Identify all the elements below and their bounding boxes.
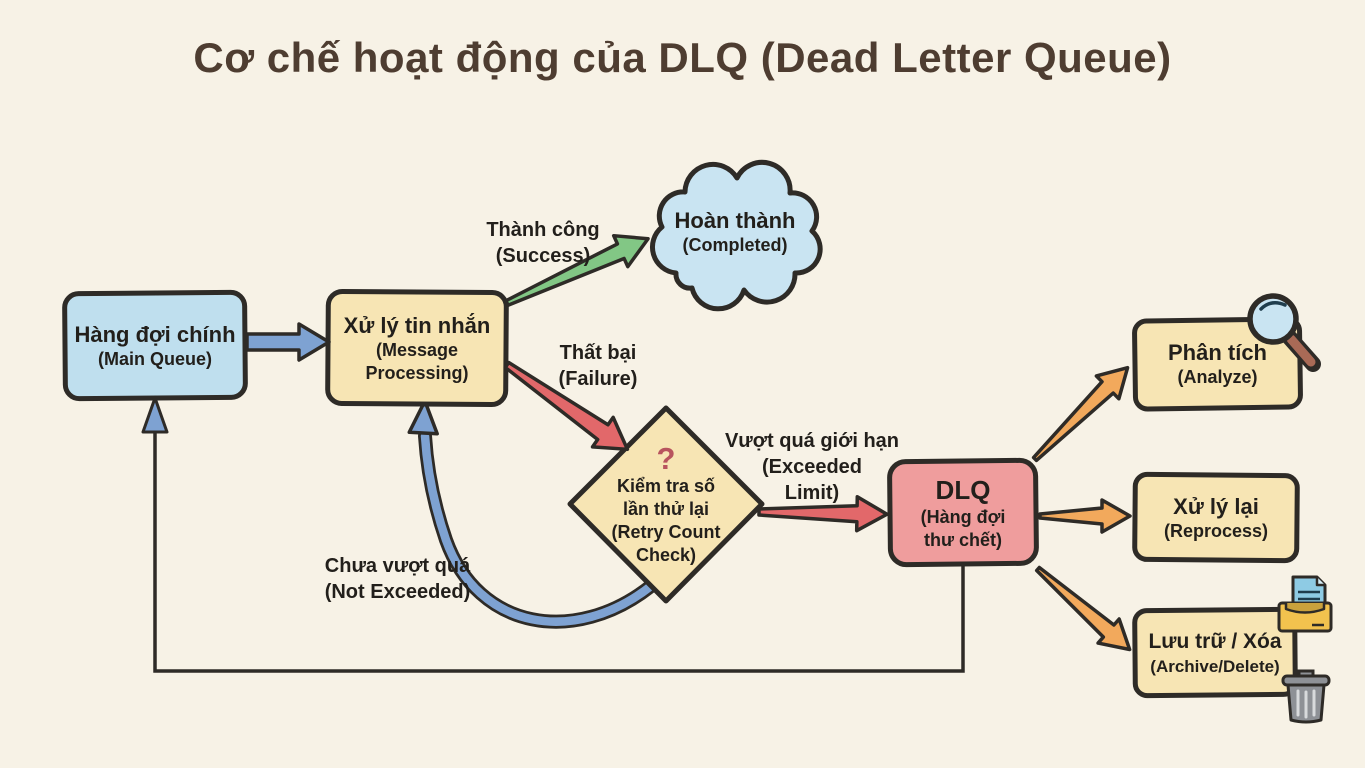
main-queue-line1: Hàng đợi chính xyxy=(74,321,236,347)
dlq-to-main-queue-loop-line xyxy=(153,430,965,673)
retry-check-label: ? Kiểm tra số lần thử lại (Retry Count C… xyxy=(576,424,756,584)
message-processing-line2: (Message xyxy=(375,339,459,360)
trash-icon xyxy=(1281,669,1331,724)
retry-check-line2: lần thử lại xyxy=(622,498,710,519)
main-to-processing-arrow xyxy=(245,322,331,362)
message-processing-label: Xử lý tin nhắn (Message Processing) xyxy=(328,292,506,404)
analyze-node xyxy=(1132,316,1303,412)
reprocess-line2: (Reprocess) xyxy=(1163,520,1269,541)
analyze-label: Phân tích (Analyze) xyxy=(1135,320,1300,408)
archive-delete-node xyxy=(1132,606,1298,699)
failure-edge-label: Thất bại (Failure) xyxy=(528,340,668,392)
exceeded-limit-arrow xyxy=(757,494,889,533)
retry-check-line4: Check) xyxy=(635,544,697,565)
retry-check-line3: (Retry Count xyxy=(611,521,721,542)
analyze-line1: Phân tích xyxy=(1167,340,1267,365)
dlq-line2: (Hàng đợi xyxy=(920,506,1006,527)
dlq-line3: thư chết) xyxy=(923,529,1003,550)
dlq-node xyxy=(887,457,1039,568)
reprocess-line1: Xử lý lại xyxy=(1173,493,1259,519)
message-processing-node xyxy=(325,288,509,408)
retry-check-diamond-node xyxy=(567,405,765,604)
completed-line1: Hoàn thành xyxy=(674,208,796,233)
failure-arrow xyxy=(503,360,630,452)
dlq-label: DLQ (Hàng đợi thư chết) xyxy=(890,461,1036,564)
dlq-to-reprocess-arrow xyxy=(1038,498,1132,534)
magnifier-icon xyxy=(1247,293,1321,372)
exceeded-line1: Vượt quá giới hạn xyxy=(724,430,900,452)
archive-delete-line1: Lưu trữ / Xóa xyxy=(1148,629,1282,653)
dlq-line1: DLQ xyxy=(935,474,991,505)
diagram-title: Cơ chế hoạt động của DLQ (Dead Letter Qu… xyxy=(193,34,1172,81)
archive-delete-label: Lưu trữ / Xóa (Archive/Delete) xyxy=(1135,610,1295,695)
success-edge-label: Thành công (Success) xyxy=(468,217,618,269)
dlq-to-analyze-arrow xyxy=(1031,365,1130,463)
main-queue-line2: (Main Queue) xyxy=(97,348,212,369)
exceeded-line2: (Exceeded xyxy=(761,456,863,478)
main-queue-node xyxy=(62,289,248,402)
loop-arrowhead-icon xyxy=(141,396,169,434)
exceeded-line3: Limit) xyxy=(784,482,840,504)
message-processing-line1: Xử lý tin nhắn xyxy=(343,312,491,338)
not-exceeded-line1: Chưa vượt quá xyxy=(324,555,471,577)
exceeded-limit-edge-label: Vượt quá giới hạn (Exceeded Limit) xyxy=(722,428,902,506)
analyze-line2: (Analyze) xyxy=(1177,367,1258,387)
not-exceeded-edge-label: Chưa vượt quá (Not Exceeded) xyxy=(305,553,490,605)
success-arrow xyxy=(504,233,650,308)
message-processing-line3: Processing) xyxy=(365,362,469,383)
retry-check-line1: Kiểm tra số xyxy=(616,475,716,496)
dlq-to-archive-arrow xyxy=(1034,565,1132,652)
completed-line2: (Completed) xyxy=(682,235,788,255)
question-mark-icon: ? xyxy=(656,440,676,476)
completed-cloud-label: Hoàn thành (Completed) xyxy=(655,183,815,281)
reprocess-node xyxy=(1132,471,1300,564)
failure-line1: Thất bại xyxy=(559,342,637,364)
retry-curved-arrow xyxy=(407,399,658,629)
archive-inbox-icon xyxy=(1277,575,1333,633)
success-line2: (Success) xyxy=(495,245,591,267)
not-exceeded-line2: (Not Exceeded) xyxy=(324,581,471,603)
reprocess-label: Xử lý lại (Reprocess) xyxy=(1135,475,1297,560)
success-line1: Thành công xyxy=(486,219,600,241)
completed-cloud-node xyxy=(650,159,823,312)
failure-line2: (Failure) xyxy=(558,368,638,390)
main-queue-label: Hàng đợi chính (Main Queue) xyxy=(65,293,245,398)
archive-delete-line2: (Archive/Delete) xyxy=(1150,656,1280,676)
